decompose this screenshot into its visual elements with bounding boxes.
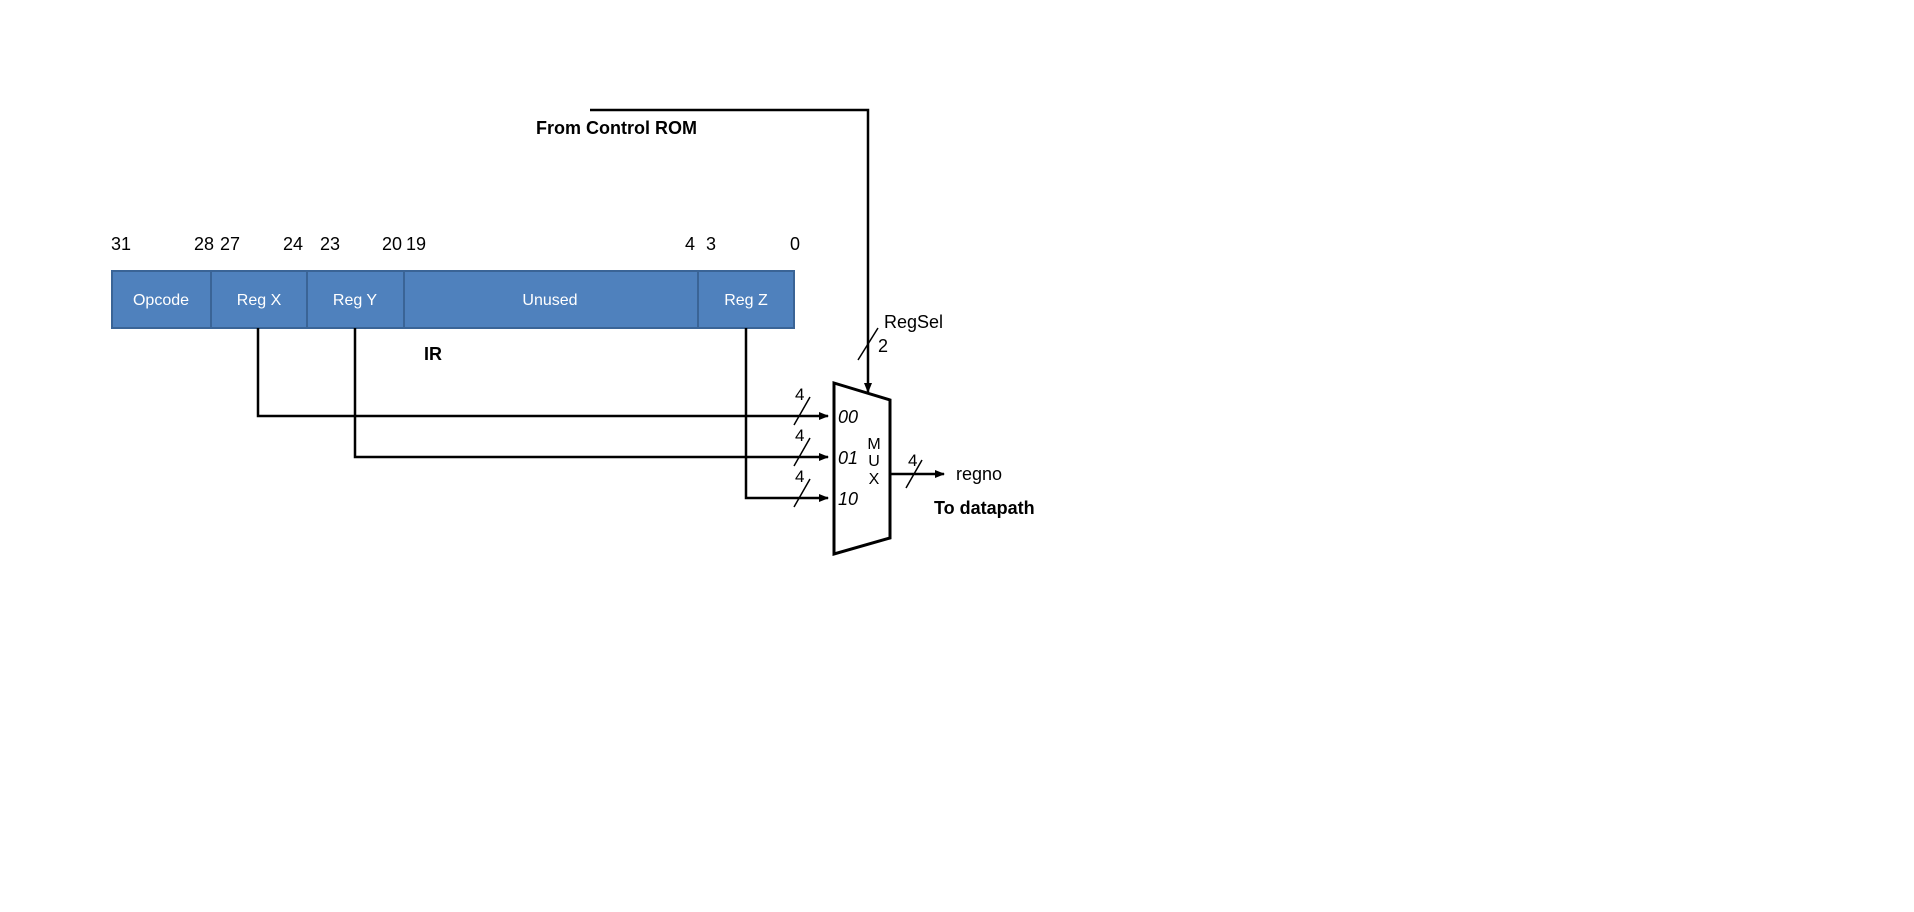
bit-number-0: 0 (790, 234, 800, 254)
input-01-width-slash (793, 437, 811, 467)
field-label-reg-y: Reg Y (333, 292, 378, 309)
input-00-width-slash (793, 396, 811, 426)
control-select-wire (590, 108, 872, 393)
input-10-width: 4 (795, 467, 804, 486)
output-destination-label: To datapath (934, 498, 1035, 518)
bit-number-27: 27 (220, 234, 240, 254)
input-01-width: 4 (795, 426, 804, 445)
output-width: 4 (908, 451, 917, 470)
bit-number-23: 23 (320, 234, 340, 254)
output-width-slash (905, 459, 923, 489)
input-10-width-slash (793, 478, 811, 508)
select-label: RegSel (884, 312, 943, 332)
field-label-reg-x: Reg X (237, 292, 282, 309)
instruction-register: Opcode Reg X Reg Y Unused Reg Z (111, 270, 795, 329)
mux-input-01-label: 01 (838, 448, 858, 468)
field-label-opcode: Opcode (133, 292, 189, 309)
mux-body (832, 380, 892, 556)
bit-number-31: 31 (111, 234, 131, 254)
bit-number-20: 20 (382, 234, 402, 254)
input-00-width: 4 (795, 385, 804, 404)
reg-y-to-mux-wire (353, 328, 829, 461)
mux-input-00-label: 00 (838, 407, 858, 427)
mux-letter-m: M (867, 436, 880, 453)
field-label-reg-z: Reg Z (724, 292, 768, 309)
mux-letter-u: U (868, 453, 880, 470)
reg-z-to-mux-wire (744, 328, 829, 502)
bit-number-19: 19 (406, 234, 426, 254)
select-width-slash (857, 327, 879, 361)
mux-letter-x: X (869, 471, 880, 488)
mux-input-10-label: 10 (838, 489, 858, 509)
select-width: 2 (878, 336, 888, 356)
register-field-reg-x (210, 270, 308, 329)
register-name: IR (424, 344, 442, 364)
reg-x-to-mux-wire (256, 328, 829, 420)
bit-number-4: 4 (685, 234, 695, 254)
field-label-unused: Unused (522, 292, 577, 309)
control-rom-label: From Control ROM (536, 118, 697, 138)
bit-number-24: 24 (283, 234, 303, 254)
bit-number-3: 3 (706, 234, 716, 254)
bit-number-28: 28 (194, 234, 214, 254)
register-field-opcode (111, 270, 212, 329)
output-label-regno: regno (956, 464, 1002, 484)
